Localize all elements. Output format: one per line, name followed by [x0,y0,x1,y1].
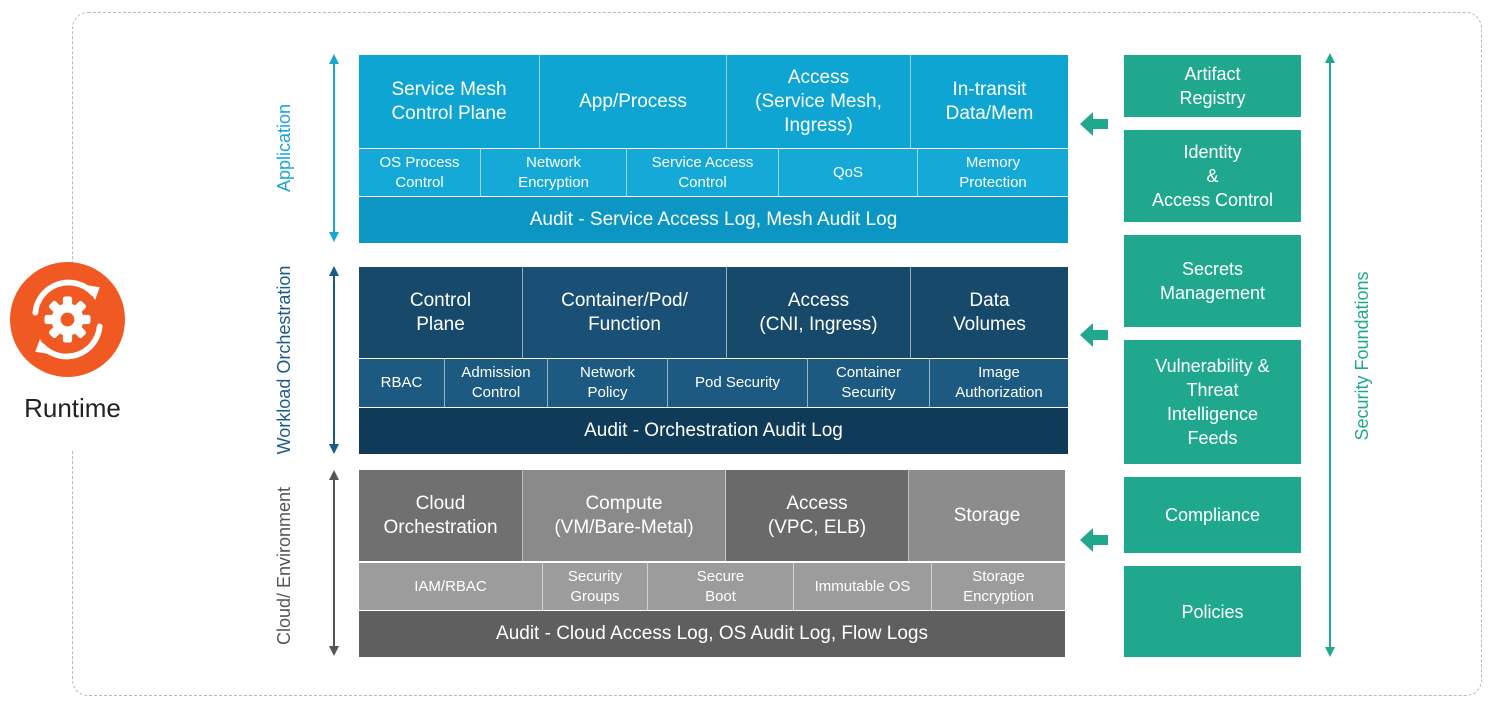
cell-security-groups: Security Groups [543,563,648,610]
cell-storage-encryption: Storage Encryption [932,563,1065,610]
cell-image-authorization: Image Authorization [930,359,1068,407]
runtime-label: Runtime [24,393,121,423]
layer-label-workload-orchestration: Workload Orchestration [274,265,294,455]
cell-secure-boot: Secure Boot [648,563,794,610]
left-arrow-icon [1080,528,1108,552]
cell-rbac: RBAC [359,359,445,407]
foundation-policies: Policies [1124,566,1301,657]
foundation-compliance: Compliance [1124,477,1301,553]
cell-service-mesh-control-plane: Service Mesh Control Plane [359,55,540,148]
gear-refresh-icon [10,262,125,377]
foundations-range-arrow [1325,53,1335,657]
cell-container-security: Container Security [808,359,930,407]
layer-label-application: Application [274,103,294,193]
foundation-identity-access-control: Identity & Access Control [1124,130,1301,222]
foundation-artifact-registry: Artifact Registry [1124,55,1301,117]
cell-network-policy: Network Policy [548,359,668,407]
cell-container-pod-function: Container/Pod/ Function [523,267,727,358]
cell-control-plane: Control Plane [359,267,523,358]
audit-application: Audit - Service Access Log, Mesh Audit L… [359,197,1068,243]
foundation-vulnerability-threat-feeds: Vulnerability & Threat Intelligence Feed… [1124,340,1301,464]
cell-os-process-control: OS Process Control [359,149,481,196]
cell-in-transit-data: In-transit Data/Mem [911,55,1068,148]
layer-range-arrows [329,54,339,656]
cell-pod-security: Pod Security [668,359,808,407]
cell-cloud-orchestration: Cloud Orchestration [359,470,523,561]
layer-label-cloud-environment: Cloud/ Environment [274,486,294,646]
cell-network-encryption: Network Encryption [481,149,627,196]
audit-orchestration: Audit - Orchestration Audit Log [359,408,1068,454]
left-arrow-icon [1080,112,1108,136]
cell-immutable-os: Immutable OS [794,563,932,610]
cell-access-service-mesh: Access (Service Mesh, Ingress) [727,55,911,148]
audit-cloud: Audit - Cloud Access Log, OS Audit Log, … [359,611,1065,657]
cell-access-cni-ingress: Access (CNI, Ingress) [727,267,911,358]
cell-storage: Storage [909,470,1065,561]
cell-iam-rbac: IAM/RBAC [359,563,543,610]
cell-service-access-control: Service Access Control [627,149,779,196]
left-arrow-icon [1080,323,1108,347]
cell-admission-control: Admission Control [445,359,548,407]
cell-app-process: App/Process [540,55,727,148]
cell-data-volumes: Data Volumes [911,267,1068,358]
cell-memory-protection: Memory Protection [918,149,1068,196]
cell-compute: Compute (VM/Bare-Metal) [523,470,726,561]
cell-qos: QoS [779,149,918,196]
security-foundations-label: Security Foundations [1352,271,1372,441]
cell-access-vpc-elb: Access (VPC, ELB) [726,470,909,561]
foundation-secrets-management: Secrets Management [1124,235,1301,327]
